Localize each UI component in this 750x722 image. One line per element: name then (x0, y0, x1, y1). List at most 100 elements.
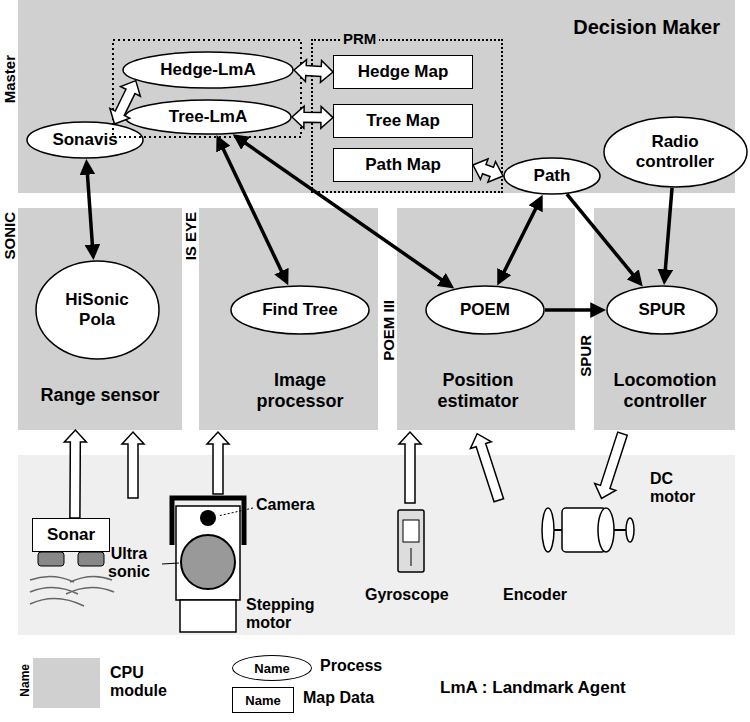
process-ellipse: Tree-LmA (124, 99, 292, 135)
sonar-transducers (30, 552, 114, 606)
cpu-module: SONICRange sensorHiSonic Pola (18, 208, 182, 430)
agent-group-outline (113, 40, 301, 137)
gyroscope-part (403, 520, 419, 542)
data-flow-arrow (110, 81, 140, 124)
text-label: DC motor (650, 470, 712, 507)
text-holder: SONIC (1, 212, 18, 264)
text-holder: PRM (340, 30, 379, 48)
module-name: IS EYE (182, 212, 199, 260)
text-holder: Position estimator (418, 370, 538, 411)
map-group: PRMHedge MapTree MapPath Map (312, 40, 502, 192)
motor-end (598, 508, 614, 552)
process-outline (604, 117, 747, 187)
text-holder: Process (320, 657, 382, 675)
shaft (614, 529, 628, 531)
cpu-module: IS EYEImage processorFind Tree (199, 208, 378, 430)
text-label: Locomotion controller (600, 370, 730, 411)
module-name: Master (1, 55, 18, 103)
process-name: Hedge-LmA (160, 60, 255, 80)
process-name: Path Map (365, 155, 441, 175)
text-holder: Image processor (240, 370, 360, 411)
text-holder: Ultra sonic (98, 545, 160, 582)
encoder-disk (542, 508, 554, 552)
module-name: POEM III (380, 300, 397, 361)
stepping-motor (180, 600, 236, 632)
map-box: Hedge Map (333, 55, 473, 89)
text-label: Decision Maker (573, 16, 720, 39)
process-outline (27, 122, 143, 158)
process-name: Tree Map (366, 111, 440, 131)
gyroscope (398, 510, 424, 572)
communication-arrow (238, 138, 448, 284)
text-holder: Gyroscope (365, 586, 449, 604)
process-outline (504, 158, 600, 194)
text-holder: Map Data (303, 689, 374, 707)
process-outline (231, 286, 369, 334)
dc-motor (542, 508, 634, 552)
process-name: Sonavis (52, 130, 117, 150)
text-label: Name (245, 694, 280, 709)
shaft (554, 529, 562, 531)
sound-waves (30, 576, 114, 606)
communication-arrow (545, 308, 599, 312)
text-holder: Locomotion controller (600, 370, 730, 411)
camera-unit (162, 498, 253, 632)
text-label: Camera (256, 496, 315, 514)
process-outline (607, 286, 717, 334)
process-name: HiSonic Pola (55, 290, 140, 329)
text-label: Process (320, 657, 382, 675)
text-label: Range sensor (40, 385, 159, 406)
text-holder: IS EYE (182, 212, 199, 264)
text-holder: Camera (256, 496, 315, 514)
process-ellipse: Find Tree (230, 285, 370, 335)
text-label: LmA : Landmark Agent (440, 678, 626, 698)
signal-arrow (399, 432, 421, 503)
process-name: Path (534, 166, 571, 186)
text-label: Stepping motor (246, 596, 326, 633)
gear (626, 518, 634, 542)
text-holder: POEM III (380, 300, 397, 365)
text-holder: SPUR (577, 335, 594, 381)
cpu-module: MasterDecision MakerHedge-LmATree-LmAPRM… (18, 0, 735, 193)
gyroscope-part (411, 548, 412, 566)
process-name: Tree-LmA (169, 107, 247, 127)
motor-body (562, 508, 606, 552)
sensor-box: Sonar (32, 518, 110, 552)
text-holder: Name (19, 664, 33, 701)
signal-arrow (467, 430, 510, 503)
process-name: POEM (460, 300, 510, 320)
text-label: Map Data (303, 689, 374, 707)
signal-arrow (207, 432, 229, 494)
text-label: Ultra sonic (98, 545, 160, 582)
process-outline (123, 52, 293, 88)
process-ellipse: HiSonic Pola (35, 260, 160, 360)
map-box: Tree Map (333, 104, 473, 138)
cpu-module: SPURLocomotion controllerSPUR (594, 208, 735, 430)
transducer (38, 552, 64, 566)
camera-bracket (172, 498, 244, 545)
text-label: Gyroscope (365, 586, 449, 604)
transducer (78, 552, 104, 566)
cpu-module: POEM IIIPosition estimatorPOEM (397, 208, 575, 430)
process-ellipse: Sonavis (26, 121, 144, 159)
process-ellipse: Hedge-LmA (122, 51, 294, 89)
text-holder: Decision Maker (505, 16, 720, 39)
map-box: Path Map (333, 148, 473, 182)
text-label: CPU module (110, 664, 180, 701)
signal-arrow (591, 430, 633, 501)
signal-arrow (122, 432, 144, 498)
text-label: Encoder (503, 586, 567, 604)
communication-arrow (500, 201, 539, 279)
hardware-band (18, 455, 735, 635)
text-label: PRM (340, 30, 379, 47)
leader-line (162, 563, 179, 564)
text-holder: Range sensor (18, 385, 182, 406)
process-name: Radio controller (625, 132, 725, 171)
text-holder: Master (1, 55, 18, 107)
process-ellipse: POEM (425, 285, 545, 335)
process-name: SPUR (638, 300, 685, 320)
